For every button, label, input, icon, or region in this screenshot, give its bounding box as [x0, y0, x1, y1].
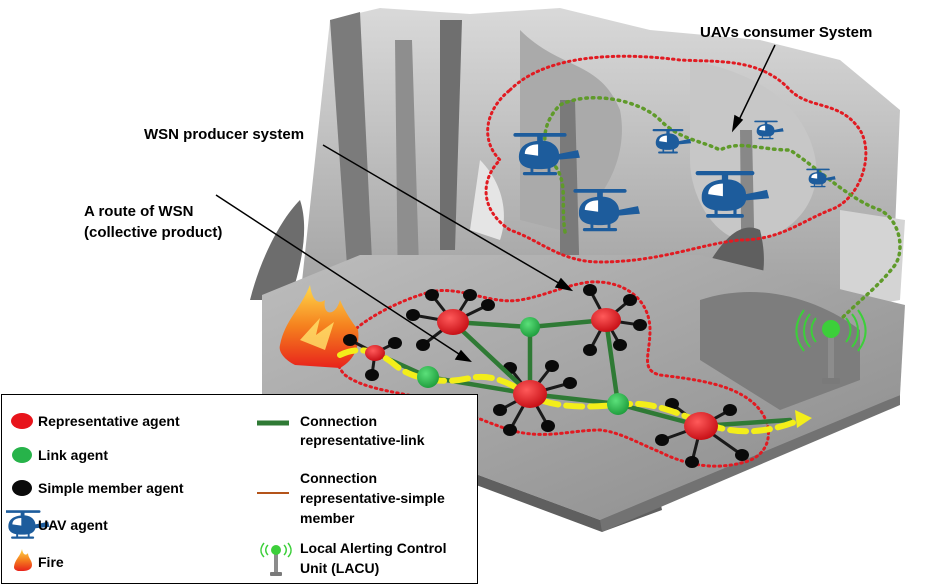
representative-agent: [684, 412, 718, 440]
link-legend-icon: [12, 447, 32, 463]
simple-member-agent: [365, 369, 379, 381]
simple-member-agent: [583, 284, 597, 296]
representative-agent: [365, 345, 385, 361]
link-agents: [417, 317, 629, 415]
conn-rep-link-legend-icon: [257, 420, 289, 426]
uav-system-boundary: [484, 54, 868, 264]
representative-legend-icon: [11, 413, 33, 429]
fire-legend-icon: [14, 549, 32, 571]
legend-conn-rep-link-2: representative-link: [300, 432, 425, 448]
simple-member-agent: [655, 434, 669, 446]
simple-member-agent: [481, 299, 495, 311]
legend-conn-rep-simple-1: Connection: [300, 470, 377, 486]
route-label-line1: A route of WSN: [84, 203, 194, 220]
simple-member-agent: [406, 309, 420, 321]
legend-conn-rep-simple-3: member: [300, 510, 355, 526]
legend-lacu-2: Unit (LACU): [300, 560, 380, 576]
simple-member-agent: [416, 339, 430, 351]
link-agent: [607, 393, 629, 415]
simple-member-agent: [545, 360, 559, 372]
simple-member-agent: [541, 420, 555, 432]
wsn-route: [337, 347, 803, 435]
simple-member-agent: [623, 294, 637, 306]
legend-link: Link agent: [38, 447, 109, 463]
legend-fire: Fire: [38, 554, 64, 570]
simple-member-agent: [613, 339, 627, 351]
simple-member-agent: [493, 404, 507, 416]
lacu-antenna-icon: [795, 309, 867, 384]
wsn-route-arrowhead: [795, 410, 812, 428]
simple-member-agent: [343, 334, 357, 346]
fire-icon: [279, 285, 359, 368]
simple-member-agent: [463, 289, 477, 301]
representative-agent: [437, 309, 469, 335]
legend-lacu-1: Local Alerting Control: [300, 540, 447, 556]
wsn-system-label: WSN producer system: [144, 126, 305, 143]
route-label-line2: (collective product): [84, 224, 223, 241]
legend-representative: Representative agent: [38, 413, 180, 429]
simple-member-agent: [633, 319, 647, 331]
uav-system-label: UAVs consumer System: [700, 24, 873, 41]
legend-simple: Simple member agent: [38, 480, 184, 496]
simple-legend-icon: [12, 480, 32, 496]
simple-member-agent: [563, 377, 577, 389]
simple-member-agent: [388, 337, 402, 349]
representative-agent: [591, 308, 621, 332]
legend-conn-rep-simple-2: representative-simple: [300, 490, 445, 506]
conn-rep-simple-legend-icon: [257, 492, 289, 494]
link-agent: [417, 366, 439, 388]
legend-conn-rep-link-1: Connection: [300, 413, 377, 429]
simple-member-agent: [685, 456, 699, 468]
simple-member-agent: [425, 289, 439, 301]
legend-uav: UAV agent: [38, 517, 108, 533]
simple-member-agent: [503, 424, 517, 436]
simple-member-agent: [723, 404, 737, 416]
simple-member-agent: [735, 449, 749, 461]
simple-member-agent: [583, 344, 597, 356]
lacu-legend-icon: [260, 542, 292, 576]
representative-agent: [513, 380, 547, 408]
link-agent: [520, 317, 540, 337]
legend: Representative agent Link agent Simple m…: [1, 394, 478, 584]
annotation-arrows: [215, 44, 776, 363]
representative-agents: [365, 308, 718, 440]
